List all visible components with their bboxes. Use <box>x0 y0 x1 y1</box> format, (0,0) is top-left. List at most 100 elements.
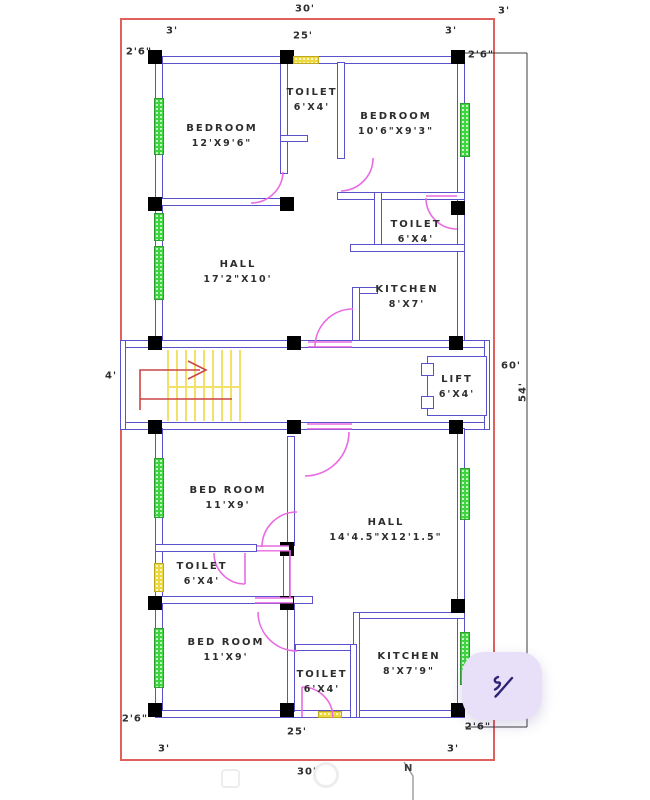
room-size: 6'X4' <box>397 233 435 245</box>
room-label-bedroom-4: BED ROOM 11'X9' <box>188 635 265 665</box>
wall-segment <box>295 644 357 651</box>
room-size: 11'X9' <box>205 499 251 511</box>
column <box>449 336 463 350</box>
column <box>451 599 465 613</box>
wall-segment <box>120 422 490 430</box>
dim-wall-bottom-right: 2'6" <box>464 721 492 733</box>
wall-segment <box>287 604 295 712</box>
edit-fab-button[interactable] <box>462 652 542 720</box>
room-size: 11'X9' <box>203 651 249 663</box>
home-button-icon[interactable] <box>313 762 339 788</box>
wall-segment <box>337 62 345 159</box>
room-name: BED ROOM <box>187 636 265 648</box>
wall-segment <box>155 198 289 206</box>
north-label: N <box>404 763 413 774</box>
room-name: TOILET <box>390 218 442 230</box>
column <box>148 336 162 350</box>
dim-side-overall: 60' <box>501 360 521 372</box>
dim-bottom-span: 25' <box>287 726 307 738</box>
wall-segment <box>120 340 126 430</box>
pen-scribble-icon <box>493 675 514 698</box>
room-name: TOILET <box>296 668 348 680</box>
window-hatch-yellow <box>293 56 319 64</box>
column <box>449 420 463 434</box>
dim-wall-top-left: 2'6" <box>125 46 153 58</box>
wall-segment <box>350 644 357 718</box>
dim-bottom-overall: 30' <box>297 766 317 778</box>
window-hatch <box>154 458 164 518</box>
room-label-bedroom-3: BED ROOM 11'X9' <box>190 483 267 513</box>
room-name: TOILET <box>176 560 228 572</box>
wall-segment <box>374 192 382 252</box>
room-size: 6'X4' <box>293 101 331 113</box>
column <box>287 420 301 434</box>
column <box>148 703 162 717</box>
window-hatch-yellow <box>318 711 342 718</box>
room-name: KITCHEN <box>375 283 439 295</box>
room-size: 14'4.5"X12'1.5" <box>329 531 443 543</box>
room-name: TOILET <box>286 86 338 98</box>
wall-segment <box>280 62 288 174</box>
room-label-kitchen-2: KITCHEN 8'X7'9" <box>377 649 440 679</box>
dim-top-right-offset: 3' <box>497 5 511 17</box>
dim-bottom-left-setback: 3' <box>157 743 171 755</box>
room-label-hall-1: HALL 17'2"X10' <box>203 257 272 287</box>
dim-bottom-right-setback: 3' <box>446 743 460 755</box>
room-label-bedroom-1: BEDROOM 12'X9'6" <box>186 121 257 151</box>
wall-segment <box>155 544 257 552</box>
dim-top-overall: 30' <box>295 3 315 15</box>
room-label-toilet-3: TOILET 6'X4' <box>176 559 227 589</box>
column <box>148 50 162 64</box>
window-hatch <box>154 246 164 300</box>
column <box>280 596 294 610</box>
dim-wall-bottom-left: 2'6" <box>121 713 149 725</box>
recents-button-icon[interactable] <box>221 769 240 788</box>
column <box>280 703 294 717</box>
lift-shaft <box>427 356 487 416</box>
room-size: 12'X9'6" <box>191 137 253 149</box>
room-label-toilet-1: TOILET 6'X4' <box>286 85 337 115</box>
room-size: 6'X4' <box>303 683 341 695</box>
dim-top-right-setback: 3' <box>444 25 458 37</box>
window-hatch-yellow <box>154 563 164 592</box>
dim-wall-top-right: 2'6" <box>467 49 495 61</box>
room-name: BED ROOM <box>189 484 267 496</box>
window-hatch <box>460 468 470 520</box>
wall-segment <box>280 135 308 142</box>
room-name: HALL <box>367 516 405 528</box>
column <box>148 596 162 610</box>
lift-door-jamb <box>421 396 434 409</box>
room-size: 8'X7' <box>388 298 426 310</box>
column <box>451 201 465 215</box>
column <box>451 703 465 717</box>
room-size: 17'2"X10' <box>203 273 273 285</box>
room-size: 6'X4' <box>183 575 221 587</box>
column <box>280 197 294 211</box>
window-hatch <box>154 213 164 241</box>
room-size: 6'X4' <box>438 388 476 400</box>
wall-segment <box>353 612 465 619</box>
room-label-lift: LIFT 6'X4' <box>439 372 475 402</box>
column <box>280 50 294 64</box>
dim-stair-width: 4' <box>104 370 118 382</box>
room-name: LIFT <box>441 373 473 385</box>
wall-segment <box>337 192 465 200</box>
column <box>148 197 162 211</box>
room-label-hall-2: HALL 14'4.5"X12'1.5" <box>329 515 442 545</box>
room-label-bedroom-2: BEDROOM 10'6"X9'3" <box>358 109 434 139</box>
dim-top-span: 25' <box>293 30 313 42</box>
lift-door-jamb <box>421 363 434 376</box>
room-name: BEDROOM <box>360 110 432 122</box>
wall-segment <box>350 244 465 252</box>
dim-side-inner: 54' <box>517 382 529 402</box>
room-name: KITCHEN <box>377 650 441 662</box>
wall-segment <box>120 340 490 348</box>
column <box>280 542 294 556</box>
room-label-toilet-4: TOILET 6'X4' <box>296 667 347 697</box>
room-label-toilet-2: TOILET 6'X4' <box>390 217 441 247</box>
room-size: 8'X7'9" <box>383 665 435 677</box>
room-name: BEDROOM <box>186 122 258 134</box>
dim-top-left-setback: 3' <box>165 25 179 37</box>
wall-segment <box>352 287 360 345</box>
wall-segment <box>287 436 295 546</box>
